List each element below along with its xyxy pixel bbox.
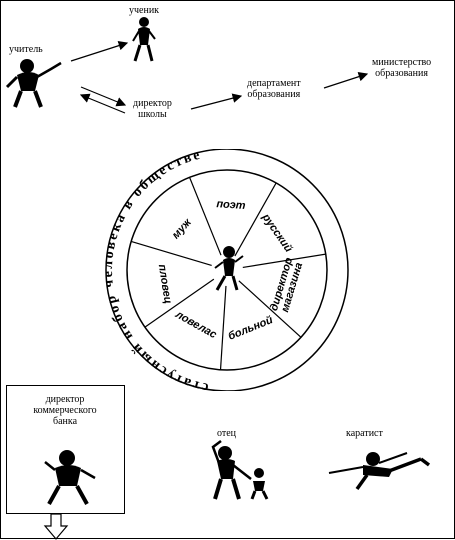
arrow-teacher-to-director (80, 86, 127, 107)
stick-figure-icon (214, 246, 244, 291)
wheel-spoke (130, 240, 212, 267)
director-line-1: директор (133, 98, 172, 109)
commercial-director-box: директор коммерческого банка (6, 385, 125, 514)
department-label: департамент образования (247, 78, 301, 100)
commercial-director-label: директор коммерческого банка (7, 394, 123, 427)
father-label: отец (217, 428, 237, 439)
stick-figure-icon (211, 440, 269, 500)
wheel-spoke (219, 285, 227, 370)
teacher-label: учитель (9, 44, 43, 55)
stick-figure-icon (132, 17, 156, 62)
stick-figure-icon (5, 59, 62, 108)
arrow-director-to-teacher (79, 93, 126, 114)
commercial-director-line-1: директор (45, 394, 85, 405)
arrow-teacher-to-student (70, 41, 129, 62)
karateka-label: каратист (346, 428, 383, 439)
director-line-2: школы (138, 109, 167, 120)
ministry-line-2: образования (375, 68, 428, 79)
stick-figure-icon (44, 450, 96, 505)
wheel-spokes (130, 177, 326, 370)
department-line-1: департамент (247, 78, 301, 89)
director-label: директор школы (133, 98, 172, 120)
student-label: ученик (129, 5, 160, 16)
wheel-spoke (144, 278, 215, 328)
commercial-director-line-2: коммерческого (33, 405, 97, 416)
hollow-down-arrow-icon (43, 514, 69, 540)
stick-figure-icon (328, 452, 431, 491)
arrow-director-to-department (190, 93, 243, 110)
department-line-2: образования (247, 89, 301, 100)
status-wheel: статусный набор человека в обществе поэт… (101, 149, 349, 391)
wheel-spoke (238, 280, 302, 338)
wheel-spoke (234, 182, 277, 257)
wheel-segment-label: поэт (216, 198, 246, 212)
wheel-spoke (188, 177, 222, 256)
ministry-label: министерство образования (372, 57, 431, 79)
commercial-director-line-3: банка (52, 416, 78, 427)
arrow-department-to-ministry (323, 72, 369, 89)
wheel-spoke (242, 253, 326, 269)
wheel-outer-rim (105, 149, 349, 391)
ministry-line-1: министерство (372, 57, 432, 68)
